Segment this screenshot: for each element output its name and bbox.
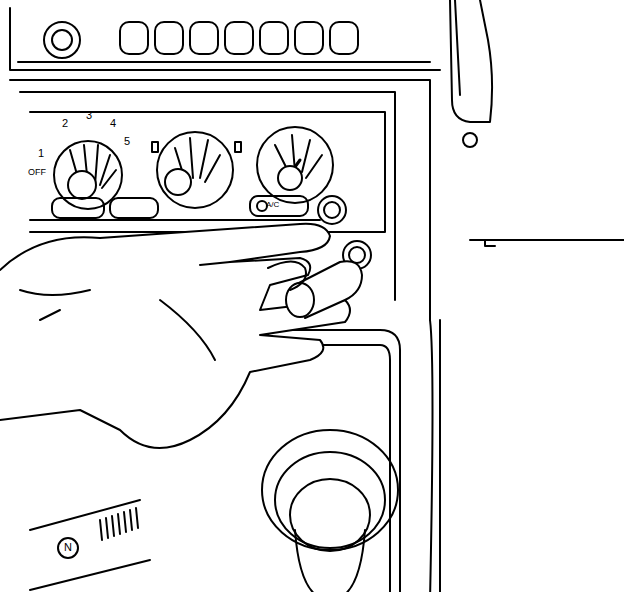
control-label: 1 <box>38 148 44 159</box>
control-label: 2 <box>62 118 68 129</box>
control-label: A/C <box>266 201 279 209</box>
control-label: N <box>64 542 72 553</box>
control-label: 4 <box>110 118 116 129</box>
control-label: OFF <box>28 168 46 177</box>
control-label: 3 <box>86 110 92 121</box>
control-label: 5 <box>124 136 130 147</box>
